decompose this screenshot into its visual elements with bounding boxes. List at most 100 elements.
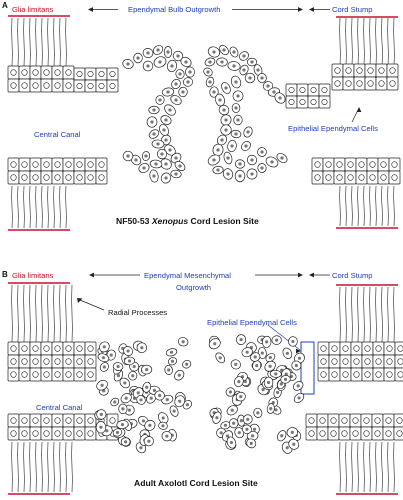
epithelial-ependymal-cells-label-b: Epithelial Ependymal Cells	[207, 318, 297, 327]
cell-nucleus	[252, 427, 257, 431]
cell-nucleus	[102, 365, 106, 369]
ependymal-cell-bottom-right-b	[316, 426, 329, 441]
cell-nucleus	[87, 174, 94, 181]
cell-nucleus	[32, 417, 39, 424]
cell-nucleus	[342, 371, 349, 378]
panel-a-letter: A	[2, 1, 8, 10]
cell-nucleus	[255, 364, 259, 368]
radial-fiber-bottom-right-b	[363, 441, 365, 493]
ependymal-cell-bottom-left-b	[73, 426, 86, 441]
cell-nucleus	[178, 399, 182, 403]
ependymal-cell-top-right-extension	[296, 83, 309, 97]
cell-nucleus	[168, 108, 172, 112]
cell-nucleus	[236, 94, 240, 98]
cell-nucleus	[396, 430, 403, 437]
ependymal-cell-top-right	[364, 76, 377, 91]
cell-nucleus	[308, 430, 315, 437]
cell-nucleus	[250, 60, 254, 64]
cell-nucleus	[246, 417, 250, 421]
caption-suffix: Cord Lesion Site	[188, 216, 259, 226]
cell-nucleus	[186, 80, 190, 84]
ependymal-cell-top-right	[375, 76, 388, 91]
ependymal-cell-top-right-extension	[318, 95, 331, 109]
ependymal-cell-left-b	[40, 341, 53, 356]
ependymal-cell-bottom-left-b	[106, 413, 119, 428]
ependymal-cell-left-b	[62, 354, 75, 369]
ependymal-cell-left-b	[84, 367, 97, 382]
radial-fiber-bottom-left-b	[23, 441, 25, 493]
cell-nucleus	[43, 371, 50, 378]
ependymal-cell-bottom-left	[95, 170, 108, 185]
cell-nucleus	[310, 87, 317, 93]
cell-nucleus	[256, 68, 260, 72]
cell-nucleus	[237, 431, 241, 435]
ependymal-cell-right-b	[372, 354, 385, 369]
ependymal-cell-bottom-left	[40, 170, 53, 185]
ependymal-cell-bottom-right-b	[305, 426, 318, 441]
cell-nucleus	[275, 338, 279, 342]
cell-nucleus	[113, 400, 117, 404]
ependymal-cell-bottom-right-b	[349, 413, 362, 428]
cell-nucleus	[161, 424, 165, 428]
cell-nucleus	[228, 390, 233, 394]
ependymal-cell-left-b	[29, 367, 42, 382]
cell-nucleus	[21, 69, 28, 76]
ependymal-cell-bottom-right	[355, 170, 368, 185]
cell-nucleus	[184, 60, 188, 64]
ependymal-cell-bottom-left	[7, 157, 20, 172]
cell-nucleus	[32, 82, 39, 89]
cell-nucleus	[261, 388, 265, 392]
radial-fiber-top-left	[59, 17, 61, 67]
cell-nucleus	[123, 440, 128, 444]
cell-nucleus	[65, 345, 72, 352]
cell-nucleus	[216, 168, 220, 172]
ependymal-cell-top-left	[51, 65, 64, 80]
cell-nucleus	[152, 388, 157, 392]
ependymal-cell-bottom-right-b	[316, 413, 329, 428]
cell-nucleus	[230, 408, 234, 412]
cell-nucleus	[224, 118, 228, 122]
radial-fiber-bottom-left-b	[53, 441, 55, 493]
epithelial-ependymal-cells-label: Epithelial Ependymal Cells	[288, 124, 378, 133]
caption-species: Xenopus	[151, 216, 189, 226]
cell-nucleus	[250, 158, 254, 162]
cell-nucleus	[167, 368, 171, 372]
cell-nucleus	[87, 371, 94, 378]
cell-nucleus	[274, 372, 278, 376]
cell-nucleus	[162, 128, 166, 132]
cell-nucleus	[232, 50, 236, 54]
cell-nucleus	[342, 358, 349, 365]
radial-fiber-top-right-b	[369, 286, 371, 343]
cell-nucleus	[105, 429, 109, 433]
cell-nucleus	[331, 345, 338, 352]
cell-nucleus	[272, 90, 276, 94]
radial-fiber-top-left-b	[47, 284, 49, 343]
cell-nucleus	[10, 417, 17, 424]
cell-nucleus	[76, 161, 83, 168]
cell-nucleus	[213, 342, 217, 346]
cell-nucleus	[116, 374, 121, 378]
ependymal-cell-left-b	[51, 367, 64, 382]
ependymal-cell-bottom-left-b	[29, 413, 42, 428]
ependymal-cell-bottom-right-b	[360, 426, 373, 441]
cell-nucleus	[288, 87, 295, 93]
radial-fiber-bottom-right-b	[381, 441, 383, 493]
cell-nucleus	[165, 434, 169, 438]
ependymal-cell-bottom-left	[73, 157, 86, 172]
ependymal-cell-bottom-left-b	[29, 426, 42, 441]
ependymal-cell-bottom-left-b	[40, 413, 53, 428]
radial-fiber-bottom-right-b	[351, 441, 353, 493]
cell-nucleus	[353, 358, 360, 365]
cell-nucleus	[389, 67, 396, 74]
ependymal-cell-top-left	[29, 65, 42, 80]
radial-fiber-top-right-b	[339, 286, 341, 343]
mesenchymal-left-arrowhead	[89, 272, 94, 278]
ependymal-cell-bottom-right	[344, 170, 357, 185]
ependymal-cell-bottom-left	[18, 170, 31, 185]
mesenchymal-outgrowth-label-line1: Ependymal Mesenchymal	[144, 271, 231, 280]
cell-nucleus	[32, 69, 39, 76]
cell-nucleus	[144, 154, 148, 158]
cell-nucleus	[234, 80, 238, 84]
ependymal-cell-top-right	[386, 76, 399, 91]
cell-nucleus	[220, 60, 224, 64]
